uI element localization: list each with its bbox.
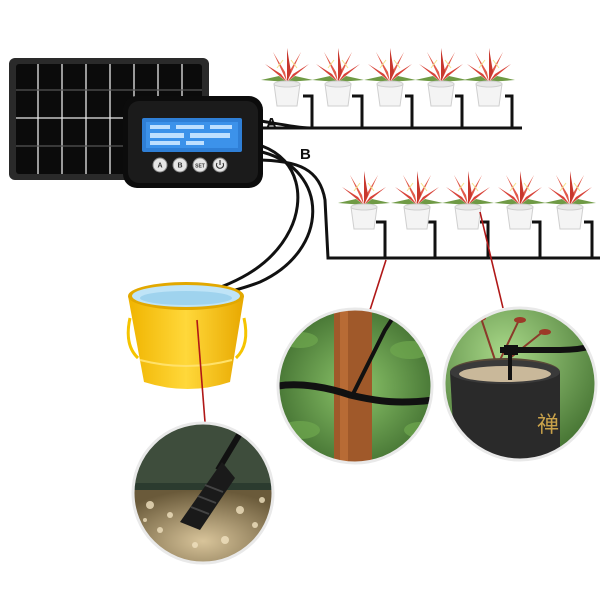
plant-row-a [260, 47, 516, 107]
detail-filter [133, 423, 273, 563]
controller-button-a[interactable]: A [152, 157, 168, 173]
svg-text:B: B [177, 163, 182, 170]
controller-icon [123, 96, 263, 188]
svg-text:SET: SET [195, 164, 205, 170]
plant-pot-icon [543, 170, 597, 230]
svg-text:A: A [157, 163, 162, 170]
plant-pot-icon [337, 170, 391, 230]
line-b-label: B [300, 146, 311, 163]
detail-pointers [196, 211, 504, 423]
plant-pot-icon [493, 170, 547, 230]
controller-button-set[interactable]: SET [192, 157, 208, 173]
plant-pot-icon [390, 170, 444, 230]
detail-pot: 禅 [444, 308, 596, 460]
pot-character: 禅 [537, 413, 559, 438]
plant-pot-icon [441, 170, 495, 230]
power-button-icon[interactable] [212, 157, 228, 173]
line-a-label: A [266, 115, 277, 132]
plant-row-b [337, 170, 597, 230]
controller-button-b[interactable]: B [172, 157, 188, 173]
bucket-icon [126, 282, 248, 389]
